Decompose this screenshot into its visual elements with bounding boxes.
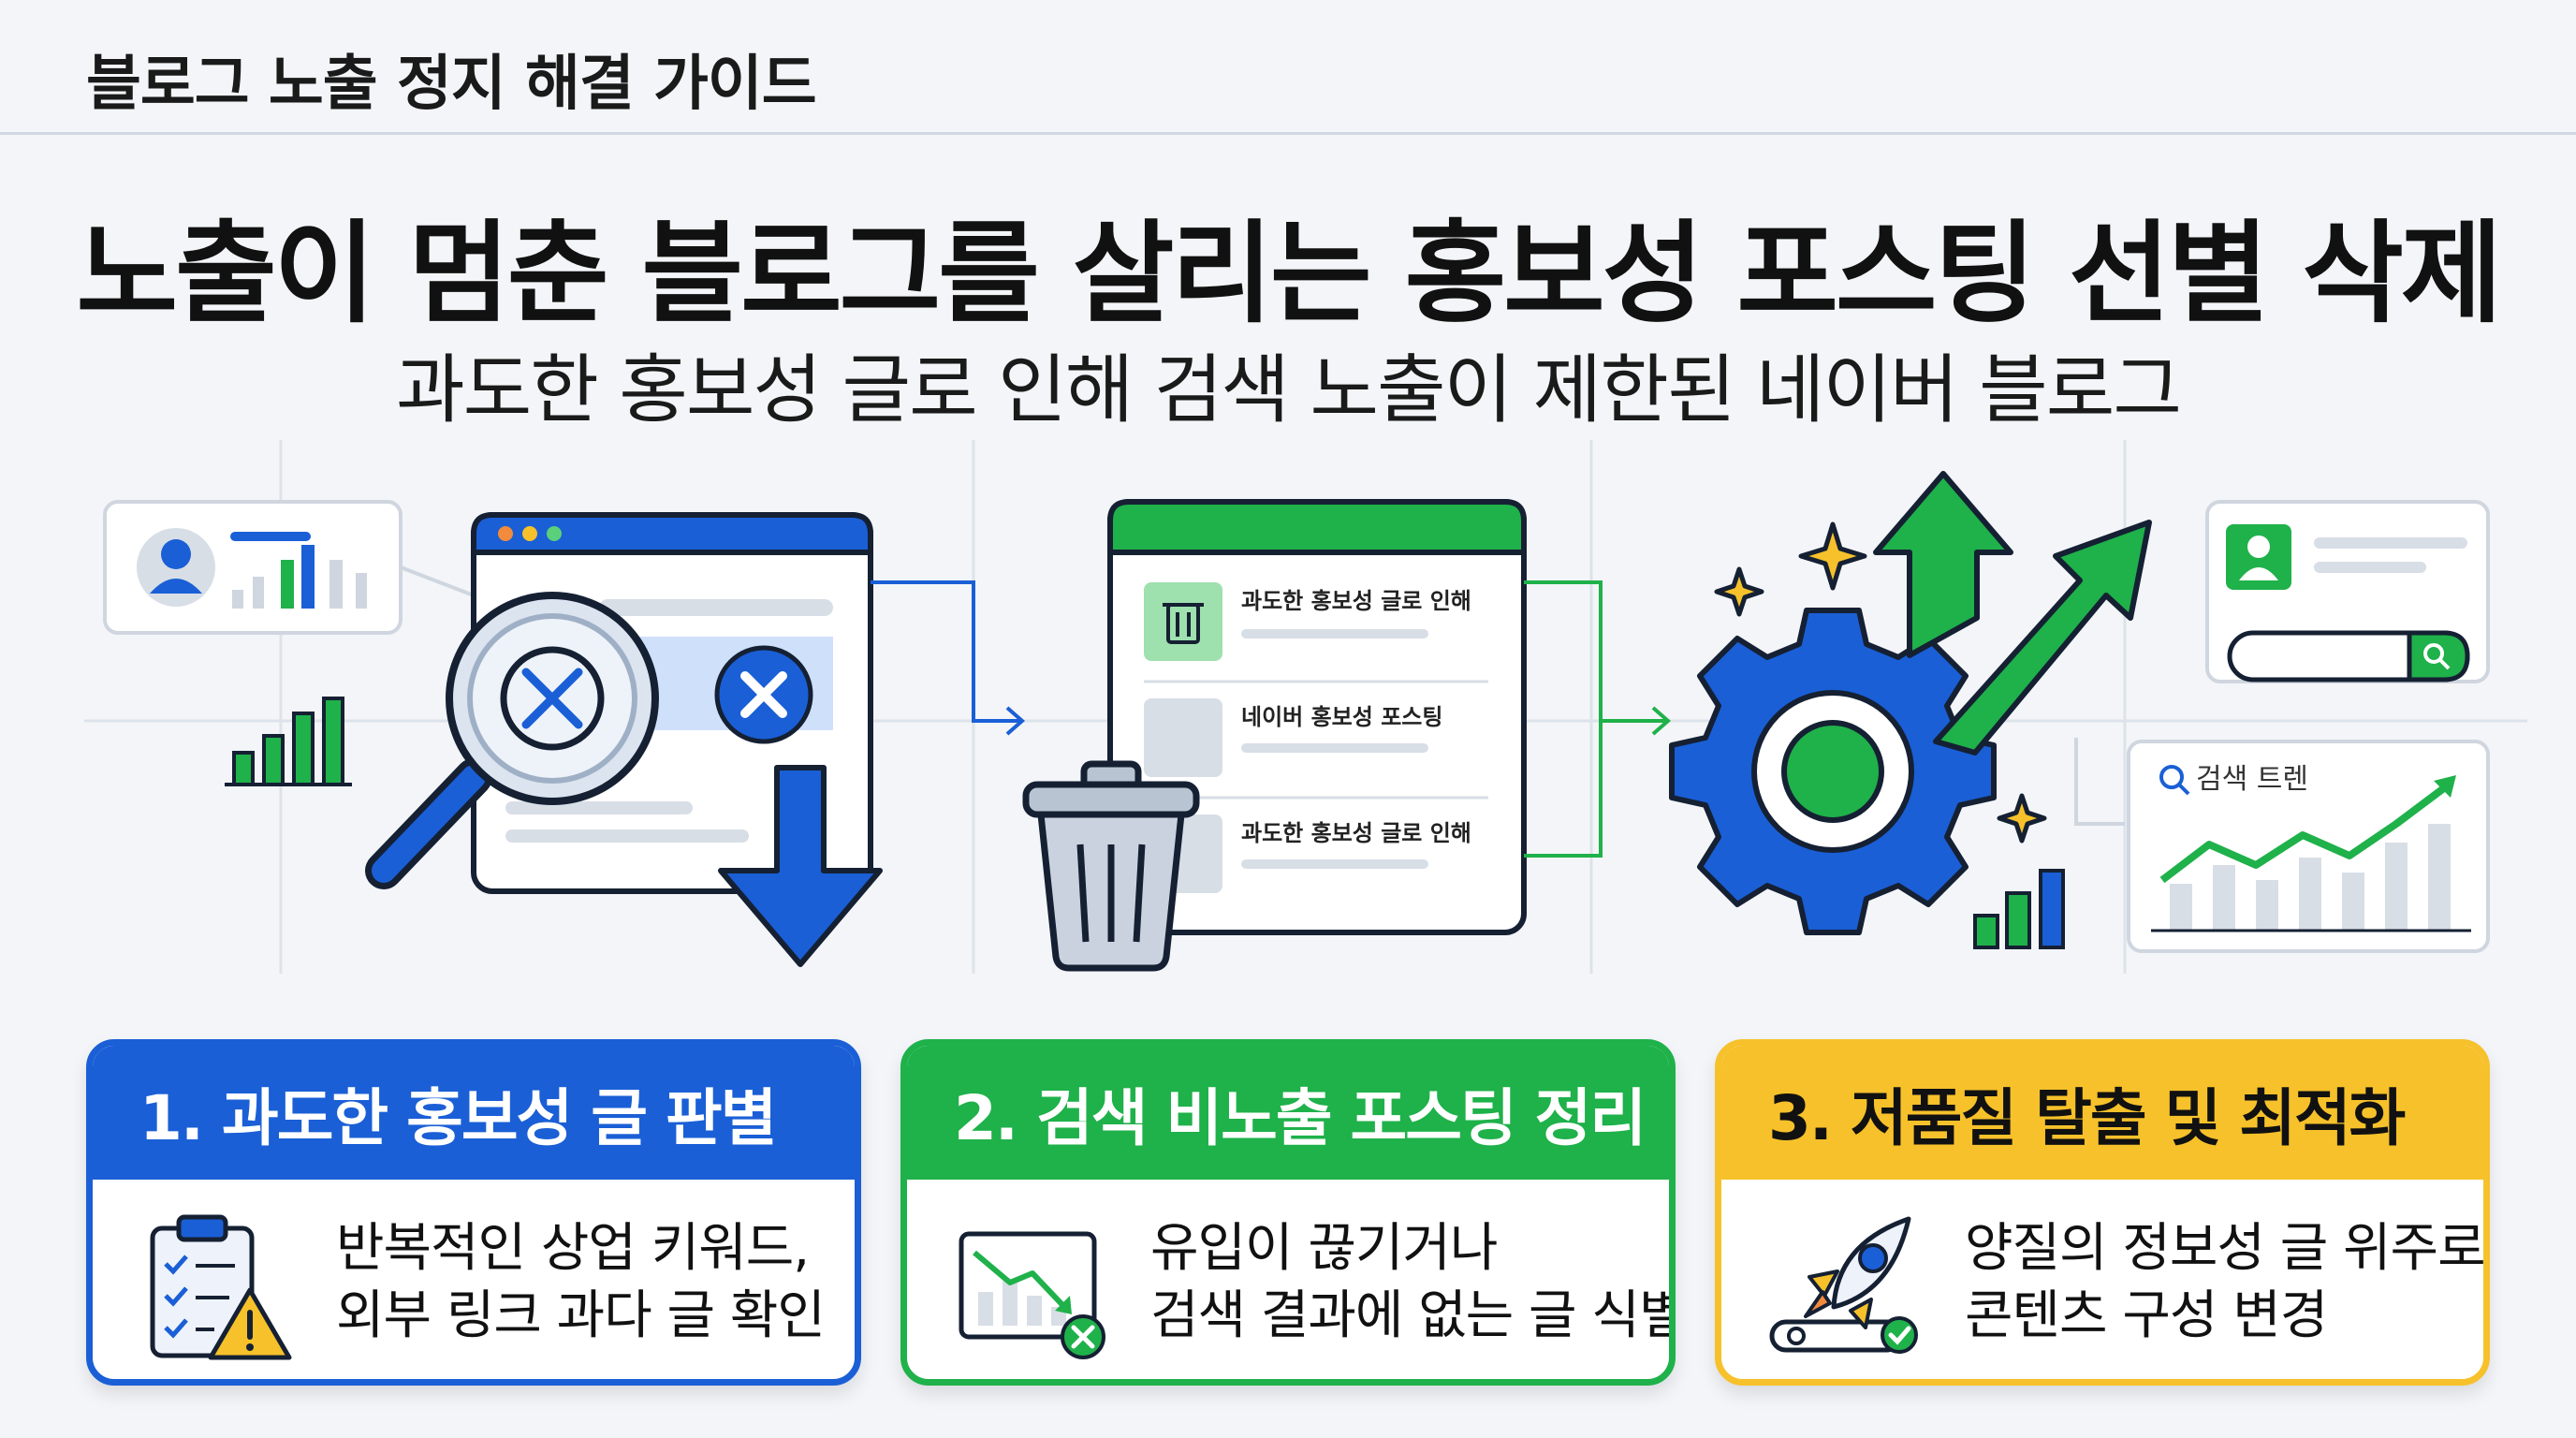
- step-card-line: 유입이 끊기거나: [1150, 1218, 1498, 1279]
- step-card-line: 콘텐츠 구성 변경: [1965, 1285, 2328, 1346]
- clipboard-warning-icon: [150, 1214, 292, 1360]
- illustration: 과도한 홍보성 글로 인해 네이버 홍보성 포스팅 과도한 홍보성 글로 인해: [84, 440, 2527, 974]
- header-title: 블로그 노출 정지 해결 가이드: [86, 50, 817, 119]
- gear-icon: [1669, 608, 1997, 935]
- search-card: [2205, 500, 2490, 683]
- bar-chart-icon: [1973, 869, 2065, 949]
- profile-card: [103, 500, 402, 635]
- search-icon: [2159, 765, 2190, 796]
- list-item-label: 과도한 홍보성 글로 인해: [1241, 588, 1471, 614]
- user-icon: [137, 528, 215, 607]
- arrow-up-icon: [1873, 471, 2152, 756]
- sparkle-icon: [1714, 521, 2047, 844]
- list-item-label: 네이버 홍보성 포스팅: [1241, 704, 1442, 730]
- step-card-line: 검색 결과에 없는 글 식별: [1150, 1285, 1676, 1346]
- search-icon: [2423, 643, 2451, 670]
- chart-down-icon: [959, 1231, 1105, 1359]
- page-subtitle: 과도한 홍보성 글로 인해 검색 노출이 제한된 네이버 블로그: [396, 346, 2182, 433]
- step-card-line: 반복적인 상업 키워드,: [336, 1218, 810, 1279]
- magnifier-icon: [365, 592, 659, 889]
- step-card-1: 1. 과도한 홍보성 글 판별 반복적인 상업 키워드, 외부 링크 과다 글 …: [86, 1039, 861, 1386]
- post-list-window: 과도한 홍보성 글로 인해 네이버 홍보성 포스팅 과도한 홍보성 글로 인해: [1107, 499, 1527, 935]
- arrow-down-icon: [718, 765, 883, 967]
- trash-thumb-icon: [1144, 582, 1222, 661]
- trash-icon: [1022, 760, 1200, 972]
- page-title: 노출이 멈춘 블로그를 살리는 홍보성 포스팅 선별 삭제: [76, 209, 2503, 338]
- header-bar: 블로그 노출 정지 해결 가이드: [0, 0, 2576, 135]
- bar-chart-icon: [225, 697, 352, 786]
- step-card-2: 2. 검색 비노출 포스팅 정리 유입이 끊기거나 검색 결과에 없는 글 식별: [900, 1039, 1676, 1386]
- step-card-title: 1. 과도한 홍보성 글 판별: [93, 1046, 855, 1180]
- mini-bar-chart: [232, 545, 367, 609]
- trend-card-label: 검색 트렌: [2196, 763, 2308, 796]
- trend-card: 검색 트렌: [2127, 740, 2490, 953]
- rocket-icon: [1769, 1216, 1918, 1354]
- step-card-3: 3. 저품질 탈출 및 최적화 양질의 정보성 글 위주로 콘텐츠 구성 변경: [1715, 1039, 2490, 1386]
- step-card-line: 양질의 정보성 글 위주로: [1965, 1218, 2485, 1279]
- step-card-title: 3. 저품질 탈출 및 최적화: [1721, 1046, 2483, 1180]
- step-card-line: 외부 링크 과다 글 확인: [336, 1285, 826, 1346]
- list-item-label: 과도한 홍보성 글로 인해: [1241, 820, 1471, 846]
- step-card-title: 2. 검색 비노출 포스팅 정리: [907, 1046, 1669, 1180]
